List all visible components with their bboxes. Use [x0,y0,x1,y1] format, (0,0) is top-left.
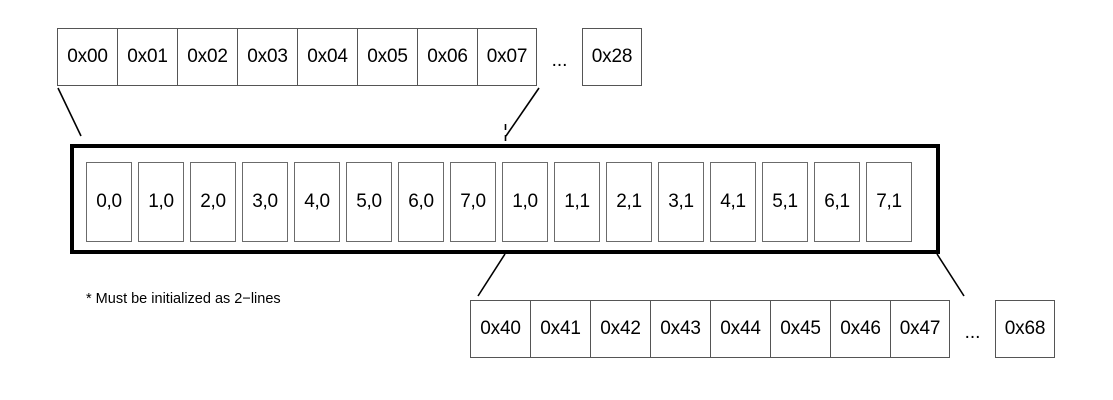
cache-slot: 7,1 [866,162,912,242]
cache-slot: 6,1 [814,162,860,242]
cache-slot: 3,0 [242,162,288,242]
cache-slot: 3,1 [658,162,704,242]
cache-slot: 5,0 [346,162,392,242]
cache-slot: 4,1 [710,162,756,242]
connector-top-left [57,87,82,137]
address-cell: 0x40 [470,300,530,358]
cache-slot: 0,0 [86,162,132,242]
address-cell: 0x04 [297,28,357,86]
address-cell-tail: 0x28 [582,28,642,86]
cache-slot: 7,0 [450,162,496,242]
cache-line-slots: 0,0 1,0 2,0 3,0 4,0 5,0 6,0 7,0 1,0 1,1 … [86,162,912,242]
address-cell: 0x41 [530,300,590,358]
ellipsis-label: ... [551,50,568,71]
cache-slot: 2,1 [606,162,652,242]
footnote-note: * Must be initialized as 2−lines [86,291,281,307]
cache-slot: 4,0 [294,162,340,242]
address-cell: 0x42 [590,300,650,358]
address-cell-tail: 0x68 [995,300,1055,358]
connector-top-right [505,87,540,137]
address-cell: 0x03 [237,28,297,86]
cache-slot: 5,1 [762,162,808,242]
address-cell: 0x45 [770,300,830,358]
cache-slot: 2,0 [190,162,236,242]
address-cell: 0x46 [830,300,890,358]
address-cell: 0x44 [710,300,770,358]
address-cell: 0x01 [117,28,177,86]
cache-line-buffer: 0,0 1,0 2,0 3,0 4,0 5,0 6,0 7,0 1,0 1,1 … [70,144,940,254]
cache-slot: 1,1 [554,162,600,242]
upper-address-row: 0x00 0x01 0x02 0x03 0x04 0x05 0x06 0x07 … [57,28,642,86]
address-cell: 0x07 [477,28,537,86]
address-cell: 0x47 [890,300,950,358]
address-cell: 0x05 [357,28,417,86]
address-cell: 0x02 [177,28,237,86]
address-cell: 0x43 [650,300,710,358]
connector-bottom-right [936,253,965,297]
lower-address-row: 0x40 0x41 0x42 0x43 0x44 0x45 0x46 0x47 … [470,300,1055,358]
address-cell: 0x06 [417,28,477,86]
cache-slot: 1,0 [502,162,548,242]
cache-slot: 6,0 [398,162,444,242]
ellipsis-label: ... [964,322,981,343]
address-cell: 0x00 [57,28,117,86]
cache-slot: 1,0 [138,162,184,242]
connector-bottom-left [477,253,506,297]
